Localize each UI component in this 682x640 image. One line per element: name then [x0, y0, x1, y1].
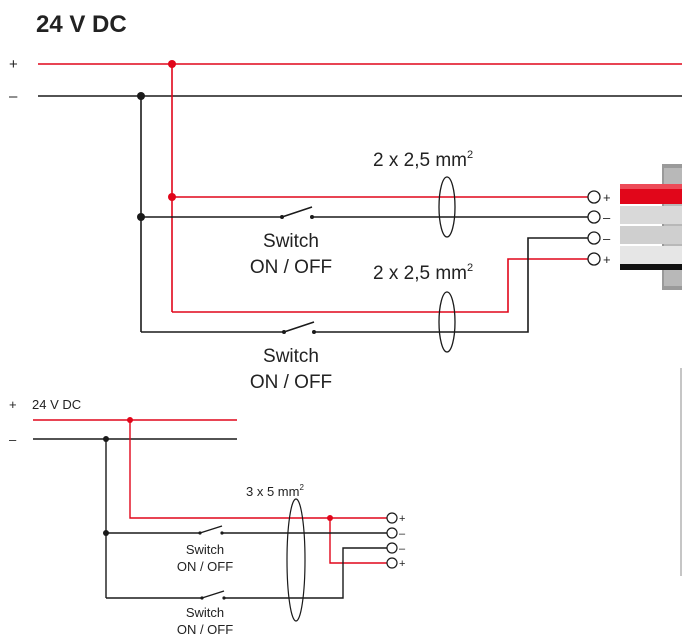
junction-dot — [137, 213, 145, 221]
top-terminal-sign-2: – — [603, 210, 611, 225]
bottom-switch-1-label-line1: Switch — [186, 542, 224, 557]
bottom-terminal-sign-2: – — [399, 528, 406, 540]
top-switch-2-contact — [283, 321, 315, 333]
top-switch-1-contact — [281, 206, 313, 218]
junction-dot — [168, 60, 176, 68]
switch-contact-dot — [198, 531, 202, 535]
bottom-switch-1-contact — [199, 525, 223, 534]
bottom-terminal-sign-3: – — [399, 543, 406, 555]
top-terminal-sign-1: + — [603, 190, 611, 205]
top-negative-feed-2b — [314, 237, 588, 333]
terminal-circle — [587, 252, 601, 266]
cable-core-red-shine — [620, 184, 682, 189]
switch-contact-dot — [282, 330, 286, 334]
top-minus-rail-label: – — [9, 88, 18, 105]
bottom-cable-marker — [286, 498, 306, 622]
bottom-switch-2-contact — [201, 590, 225, 599]
switch-contact-dot — [310, 215, 314, 219]
bottom-switch-2-label-line1: Switch — [186, 605, 224, 620]
top-switch-1-label-line1: Switch — [263, 231, 319, 252]
terminal-circle — [386, 512, 398, 524]
junction-dot — [103, 530, 109, 536]
switch-contact-dot — [220, 531, 224, 535]
top-cable-2-label: 2 x 2,5 mm2 — [373, 262, 473, 284]
cable-core-grey-1 — [620, 206, 682, 224]
top-plus-rail-label: + — [9, 56, 18, 73]
switch-contact-dot — [312, 330, 316, 334]
cable-core-grey-3 — [620, 246, 682, 264]
junction-dot — [168, 193, 176, 201]
bottom-minus-rail-label: – — [9, 432, 17, 447]
diagram-title: 24 V DC — [36, 11, 127, 38]
bottom-switch-2-label-line2: ON / OFF — [177, 622, 233, 637]
switch-contact-dot — [200, 596, 204, 600]
top-positive-feed-2 — [172, 258, 588, 313]
top-cable-1-marker — [438, 176, 456, 238]
top-switch-2-label-line2: ON / OFF — [250, 372, 332, 393]
top-terminal-sign-3: – — [603, 231, 611, 246]
top-switch-1-label-line2: ON / OFF — [250, 257, 332, 278]
cable-core-black — [620, 264, 682, 270]
terminal-circle — [587, 231, 601, 245]
terminal-circle — [386, 527, 398, 539]
top-cable-2-marker — [438, 291, 456, 353]
bottom-switch-1-label-line2: ON / OFF — [177, 559, 233, 574]
switch-contact-dot — [222, 596, 226, 600]
terminal-circle — [386, 557, 398, 569]
top-terminal-sign-4: + — [603, 252, 611, 267]
junction-dot — [103, 436, 109, 442]
bottom-terminal-sign-4: + — [399, 558, 405, 570]
bottom-wiring-diagram: + – 24 V DC 3 x 5 mm2 Switch ON — [9, 397, 406, 637]
top-wiring-diagram: + – 2 x 2,5 mm2 2 x 2,5 mm — [9, 56, 682, 393]
junction-dot — [137, 92, 145, 100]
top-cable-1-label: 2 x 2,5 mm2 — [373, 149, 473, 171]
terminal-circle — [587, 190, 601, 204]
bottom-terminal-sign-1: + — [399, 513, 405, 525]
bottom-supply-label: 24 V DC — [32, 397, 81, 412]
bottom-negative-feed-2b — [224, 547, 387, 599]
terminal-circle — [386, 542, 398, 554]
cable-core-grey-2 — [620, 226, 682, 244]
switch-contact-dot — [280, 215, 284, 219]
bottom-positive-feed-2 — [329, 518, 387, 564]
junction-dot — [327, 515, 333, 521]
bottom-cable-label: 3 x 5 mm2 — [246, 483, 304, 499]
bottom-plus-rail-label: + — [9, 397, 17, 412]
terminal-circle — [587, 210, 601, 224]
bottom-positive-feed-1 — [129, 420, 387, 519]
junction-dot — [127, 417, 133, 423]
cable-end-illustration — [620, 164, 682, 290]
top-switch-2-label-line1: Switch — [263, 346, 319, 367]
